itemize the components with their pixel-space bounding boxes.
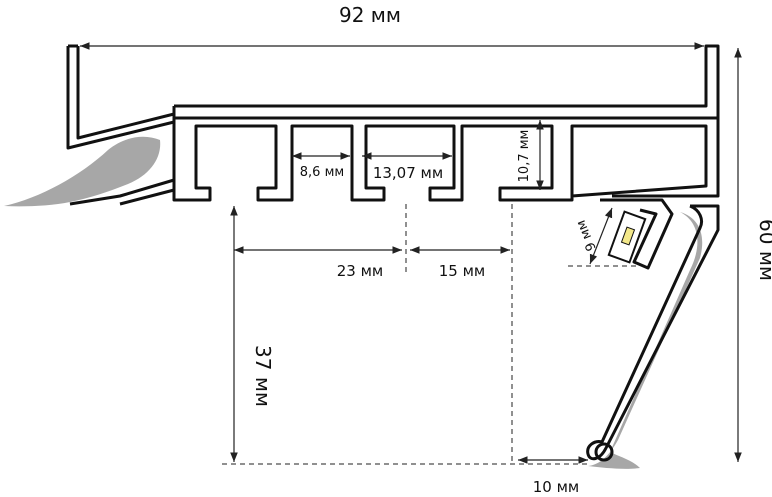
led-strip <box>607 210 647 264</box>
offset-a-label: 23 мм <box>337 262 384 280</box>
depth-bottom-label: 37 мм <box>251 345 275 407</box>
dimension-lines <box>80 42 742 464</box>
offset-b-label: 15 мм <box>439 262 486 280</box>
gap-bottom-label: 10 мм <box>533 478 580 496</box>
left-membrane <box>4 136 161 207</box>
led-width-label: 9 мм <box>574 218 600 253</box>
width-total-label: 92 мм <box>339 3 401 27</box>
extension-lines <box>222 204 640 465</box>
right-membrane <box>588 212 703 469</box>
slot-pitch-label: 13,07 мм <box>373 164 443 182</box>
height-total-label: 60 мм <box>755 219 772 281</box>
slot-depth-label: 10,7 мм <box>517 130 532 183</box>
slot-width-label: 8,6 мм <box>300 165 344 180</box>
